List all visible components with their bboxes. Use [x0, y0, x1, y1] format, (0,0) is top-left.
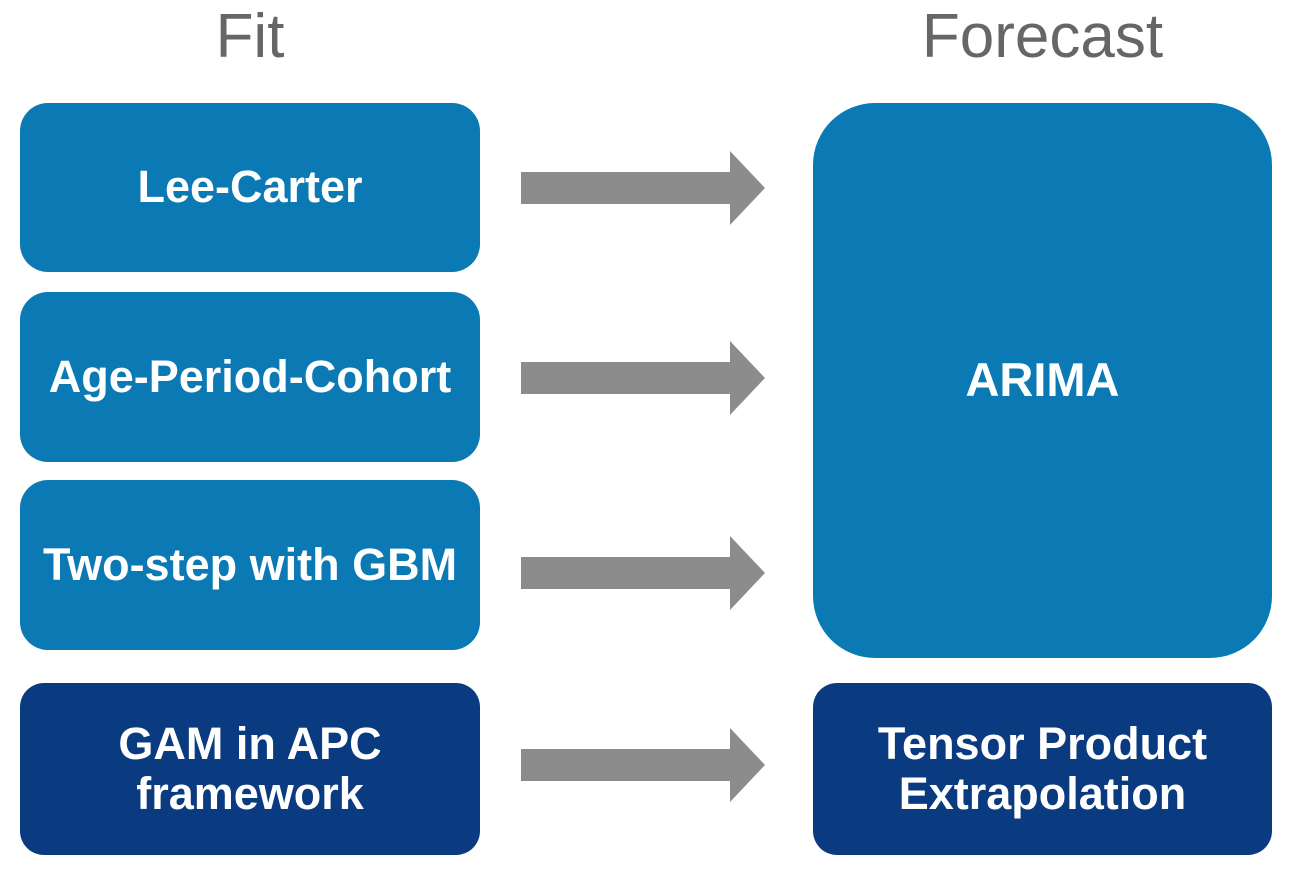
- fit-box-age-period-cohort[interactable]: Age-Period-Cohort: [20, 292, 480, 462]
- fit-box-label: GAM in APC framework: [118, 717, 382, 819]
- fit-box-label: Two-step with GBM: [42, 538, 458, 590]
- fit-box-lee-carter[interactable]: Lee-Carter: [20, 103, 480, 272]
- column-header-forecast: Forecast: [921, 2, 1164, 71]
- fit-box-two-step-with-gbm[interactable]: Two-step with GBM: [20, 480, 480, 650]
- forecast-box-arima[interactable]: ARIMA: [813, 103, 1272, 658]
- arrow-right-icon-age-period-cohort: [521, 341, 765, 415]
- fit-box-label: Age-Period-Cohort: [48, 350, 452, 402]
- arrow-right-icon-lee-carter: [521, 151, 765, 225]
- fit-box-gam-in-apc-framework[interactable]: GAM in APC framework: [20, 683, 480, 855]
- fit-box-label: Lee-Carter: [137, 161, 363, 213]
- arrow-right-icon-gam-apc: [521, 728, 765, 802]
- arrow-right-icon-two-step-gbm: [521, 536, 765, 610]
- column-header-fit: Fit: [215, 2, 285, 71]
- forecast-box-tensor-product-extrapolation[interactable]: Tensor Product Extrapolation: [813, 683, 1272, 855]
- forecast-box-label: ARIMA: [965, 353, 1120, 407]
- forecast-box-label: Tensor Product Extrapolation: [877, 717, 1208, 819]
